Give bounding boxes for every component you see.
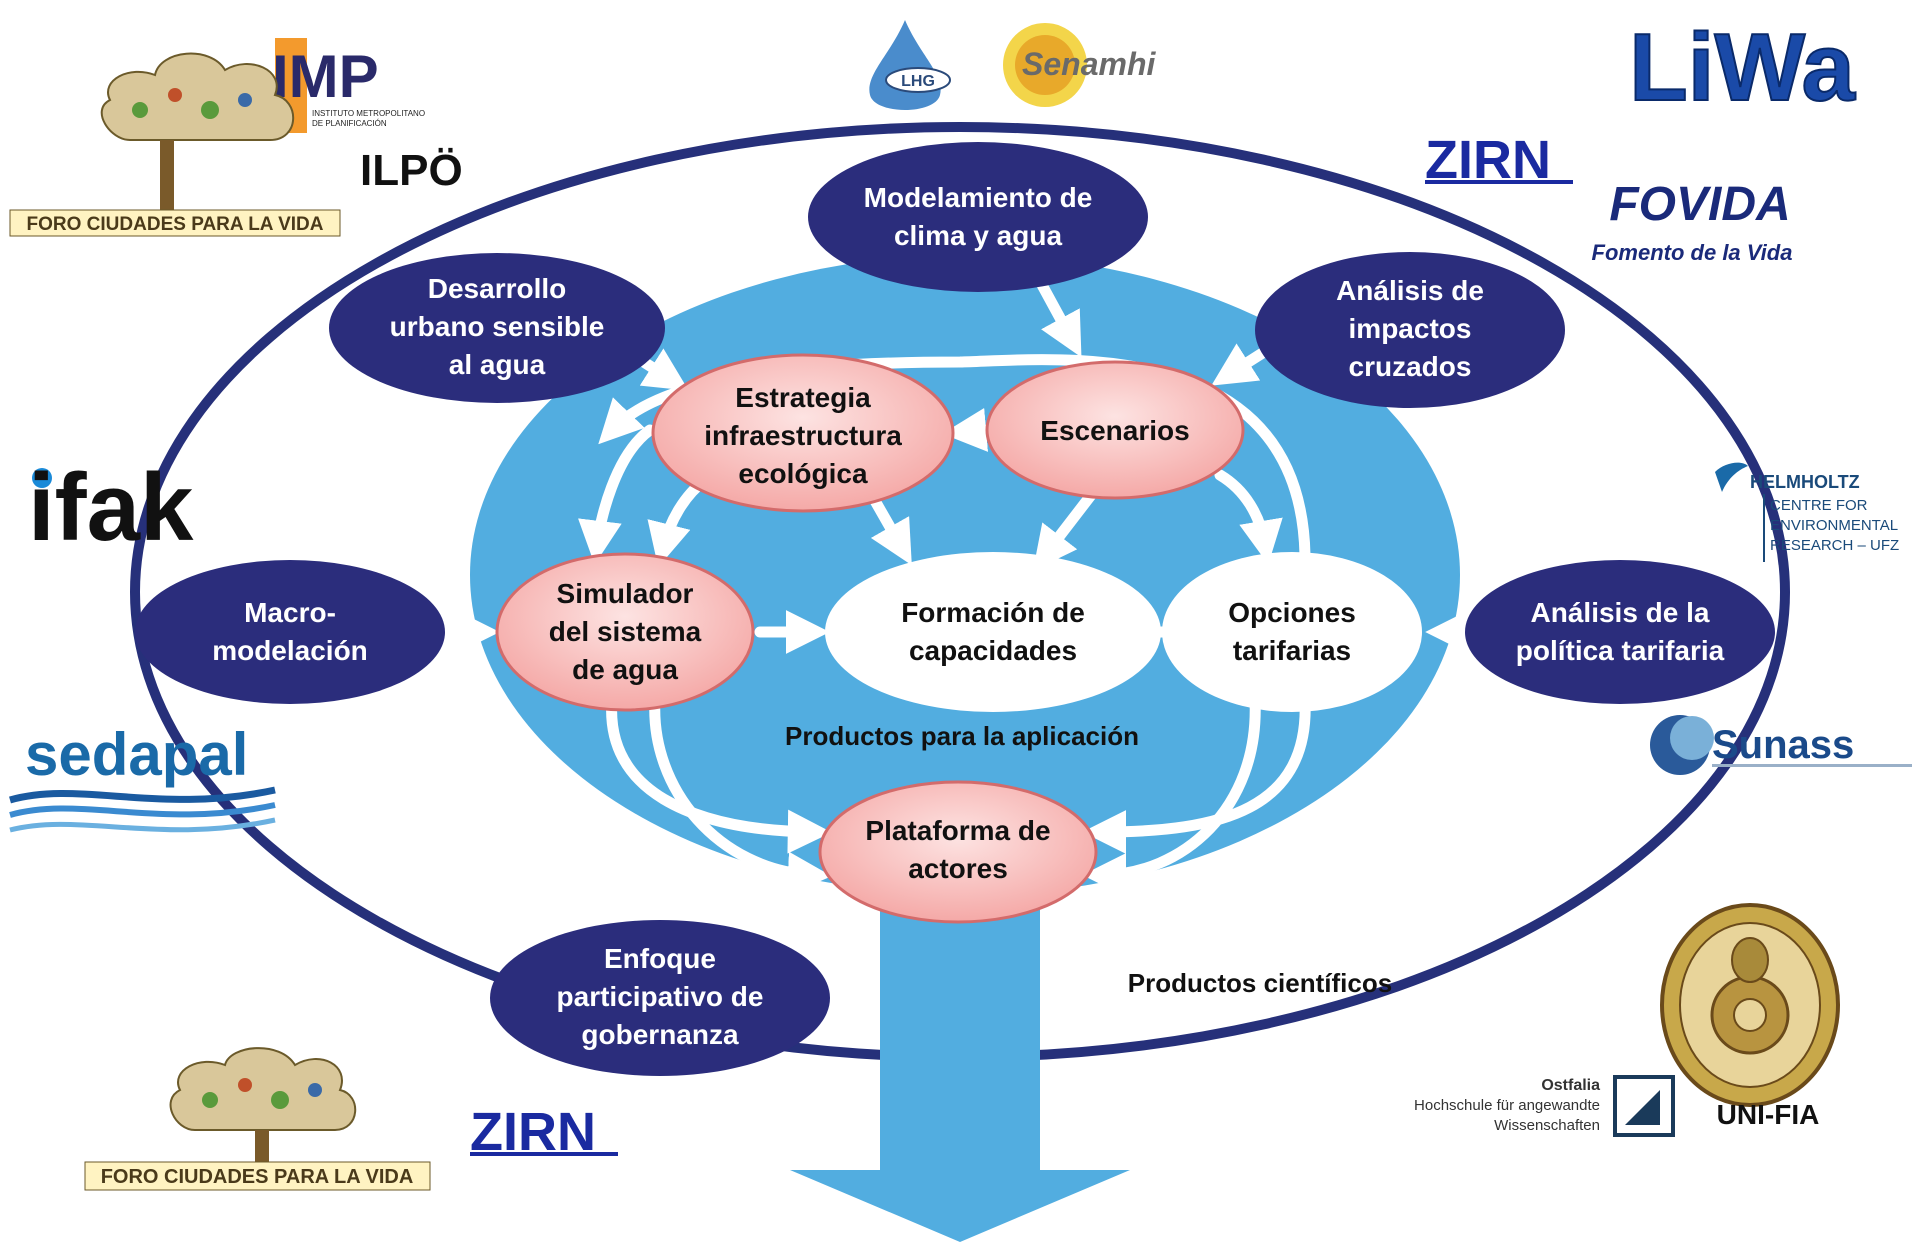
node-escenarios: Escenarios: [985, 360, 1245, 500]
foro-ciudades-logo-top: FORO CIUDADES PARA LA VIDA: [9, 52, 341, 237]
lhg-logo: LHG: [869, 20, 951, 110]
arrow-escenarios-estrategia: [942, 407, 991, 452]
zirn-logo-top: ZIRN: [1425, 130, 1573, 190]
ostfalia-logo: Ostfalia Hochschule für angewandte Wisse…: [1414, 1075, 1675, 1137]
arrow-simulador-plataforma-b: [649, 694, 832, 896]
liwa-logo: LiWa: [1629, 14, 1855, 121]
node-macro: Macro-modelación: [135, 560, 445, 704]
svg-text:sedapal: sedapal: [25, 721, 248, 788]
svg-text:INSTITUTO METROPOLITANO: INSTITUTO METROPOLITANO: [312, 109, 425, 118]
arrow-simulador-plataforma-a: [606, 694, 832, 854]
svg-text:Sunass: Sunass: [1712, 723, 1854, 767]
scientific-output-arrow: [790, 885, 1130, 1242]
svg-text:HELMHOLTZ: HELMHOLTZ: [1750, 472, 1860, 492]
arrow-estrategia-simulador-a: [578, 424, 656, 565]
uni-fia-label: UNI-FIA: [1717, 1099, 1820, 1130]
svg-text:Senamhi: Senamhi: [1022, 46, 1156, 82]
label-productos-aplicacion: Productos para la aplicación: [785, 721, 1139, 751]
arrow-opciones-plataforma-a: [1082, 694, 1311, 854]
arrow-opciones-plataforma-b: [1082, 694, 1261, 897]
svg-text:LHG: LHG: [901, 73, 935, 90]
senamhi-logo: Senamhi: [1003, 23, 1156, 107]
sunass-logo: Sunass: [1650, 715, 1912, 775]
university-seal: [1660, 903, 1840, 1107]
helmholtz-logo: HELMHOLTZ CENTRE FOR ENVIRONMENTAL RESEA…: [1715, 462, 1899, 562]
ifak-logo: ifak: [28, 454, 194, 561]
svg-text:Escenarios: Escenarios: [1040, 415, 1189, 446]
svg-text:FORO CIUDADES PARA LA VIDA: FORO CIUDADES PARA LA VIDA: [27, 214, 324, 235]
svg-text:Ostfalia: Ostfalia: [1541, 1077, 1600, 1094]
arrow-escenarios-opciones: [1214, 469, 1283, 565]
svg-text:Hochschule für angewandte: Hochschule für angewandte: [1414, 1097, 1600, 1114]
label-productos-cientificos: Productos científicos: [1128, 968, 1392, 998]
svg-text:FORO CIUDADES PARA LA VIDA: FORO CIUDADES PARA LA VIDA: [101, 1166, 414, 1188]
ilpo-logo: ILPÖ: [360, 146, 463, 195]
svg-text:ifak: ifak: [28, 454, 194, 561]
svg-text:ENVIRONMENTAL: ENVIRONMENTAL: [1770, 517, 1898, 534]
svg-text:Macro-modelación: Macro-modelación: [212, 597, 368, 666]
sedapal-logo: sedapal: [9, 721, 276, 833]
svg-text:RESEARCH – UFZ: RESEARCH – UFZ: [1770, 537, 1899, 554]
svg-text:Wissenschaften: Wissenschaften: [1494, 1117, 1600, 1134]
fovida-logo: FOVIDA Fomento de la Vida: [1592, 178, 1793, 265]
zirn-logo-bottom: ZIRN: [470, 1102, 618, 1162]
svg-text:FOVIDA: FOVIDA: [1609, 178, 1790, 231]
foro-ciudades-logo-bottom: FORO CIUDADES PARA LA VIDA: [84, 1047, 431, 1191]
svg-text:CENTRE FOR: CENTRE FOR: [1770, 497, 1868, 514]
arrow-escenarios-formacion: [1032, 484, 1101, 571]
svg-text:IMP: IMP: [272, 43, 379, 110]
svg-text:DE PLANIFICACIÓN: DE PLANIFICACIÓN: [312, 119, 387, 128]
imp-logo: IMP INSTITUTO METROPOLITANO DE PLANIFICA…: [272, 38, 425, 133]
svg-text:Fomento de la Vida: Fomento de la Vida: [1592, 240, 1793, 265]
